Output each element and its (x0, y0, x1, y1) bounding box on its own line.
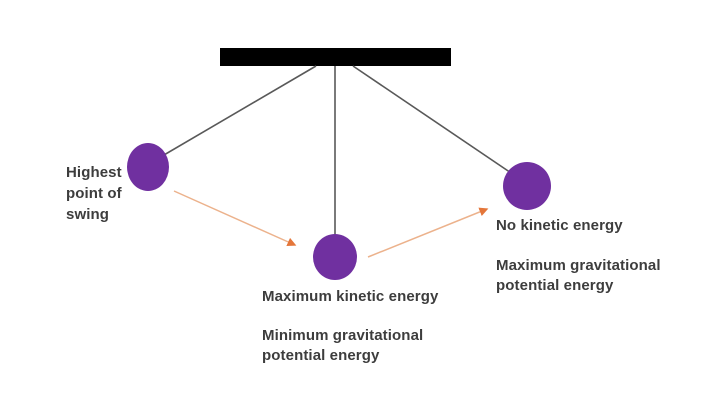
pivot-bar (220, 48, 451, 66)
swing-arrow-left-to-center (173, 190, 297, 247)
string-right (352, 65, 524, 182)
label-no-kinetic-energy: No kinetic energy (496, 217, 623, 234)
bob-left (127, 143, 169, 191)
bob-right (503, 162, 551, 210)
swing-arrow-center-to-right (367, 207, 489, 258)
string-left (151, 65, 317, 163)
label-maximum-kinetic-energy: Maximum kinetic energy (262, 288, 439, 305)
label-maximum-gravitational-potential-energy: Maximum gravitational potential energy (496, 257, 661, 294)
label-minimum-gravitational-potential-energy: Minimum gravitational potential energy (262, 327, 424, 364)
bob-center (313, 234, 357, 280)
label-highest-point-of-swing: Highest point of swing (66, 164, 122, 223)
